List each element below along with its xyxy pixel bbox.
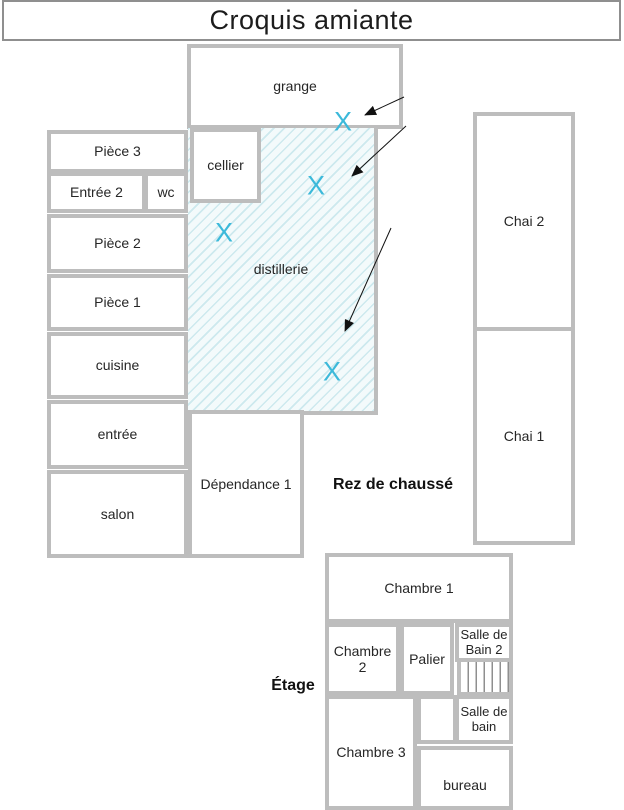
room-salle-de-bain-label: Salle de bain xyxy=(460,703,508,734)
room-cuisine-label: cuisine xyxy=(95,357,140,374)
title-bar: Croquis amiante xyxy=(2,0,621,41)
room-piece-2-label: Pièce 2 xyxy=(94,235,141,252)
room-salle-de-bain: Salle de bain xyxy=(455,695,513,744)
room-piece-2: Pièce 2 xyxy=(47,214,188,273)
room-cuisine: cuisine xyxy=(47,332,188,399)
sample-mark-3: X xyxy=(214,217,234,248)
room-chambre-3-label: Chambre 3 xyxy=(336,744,406,761)
room-entree-label: entrée xyxy=(97,426,138,443)
room-entree-2-label: Entrée 2 xyxy=(70,184,123,201)
room-wc: wc xyxy=(144,172,188,213)
room-salle-de-bain-2-label: Salle de Bain 2 xyxy=(460,626,508,657)
room-distillerie-label: distillerie xyxy=(253,261,309,278)
room-entree: entrée xyxy=(47,400,188,469)
room-chai-2: Chai 2 xyxy=(473,112,575,331)
room-dependance-1-label: Dépendance 1 xyxy=(200,475,292,492)
room-grange: grange xyxy=(187,44,403,129)
room-chai-1-label: Chai 1 xyxy=(503,427,545,444)
room-piece-1: Pièce 1 xyxy=(47,274,188,331)
room-chai-2-label: Chai 2 xyxy=(503,213,545,230)
room-palier-label: Palier xyxy=(409,650,445,667)
room-chambre-1-label: Chambre 1 xyxy=(384,579,454,596)
room-cellier: cellier xyxy=(190,128,261,203)
room-bureau-label: bureau xyxy=(443,777,487,793)
stairs xyxy=(457,662,513,696)
room-piece-3-label: Pièce 3 xyxy=(94,143,141,160)
page-title: Croquis amiante xyxy=(209,5,414,35)
ground-floor-label: Rez de chaussé xyxy=(332,476,454,493)
room-piece-1-label: Pièce 1 xyxy=(94,294,141,311)
room-unlabeled xyxy=(417,695,457,744)
room-salle-de-bain-2: Salle de Bain 2 xyxy=(455,623,513,662)
sample-mark-1: X xyxy=(333,106,353,137)
room-grange-label: grange xyxy=(273,78,317,95)
room-chambre-2-label: Chambre 2 xyxy=(333,642,392,675)
room-piece-3: Pièce 3 xyxy=(47,130,188,173)
room-chambre-2: Chambre 2 xyxy=(325,623,400,695)
room-wc-label: wc xyxy=(157,184,175,201)
room-chambre-3: Chambre 3 xyxy=(325,695,417,810)
room-palier: Palier xyxy=(400,623,454,695)
room-cellier-label: cellier xyxy=(207,157,244,174)
room-chambre-1: Chambre 1 xyxy=(325,553,513,623)
room-entree-2: Entrée 2 xyxy=(47,172,146,213)
room-salon: salon xyxy=(47,470,188,558)
room-salon-label: salon xyxy=(100,505,135,522)
room-dependance-1: Dépendance 1 xyxy=(188,410,304,558)
room-bureau: bureau xyxy=(417,746,513,810)
sample-mark-4: X xyxy=(322,356,342,387)
upper-floor-label: Étage xyxy=(271,677,315,694)
sample-mark-2: X xyxy=(306,170,326,201)
room-chai-1: Chai 1 xyxy=(473,327,575,545)
